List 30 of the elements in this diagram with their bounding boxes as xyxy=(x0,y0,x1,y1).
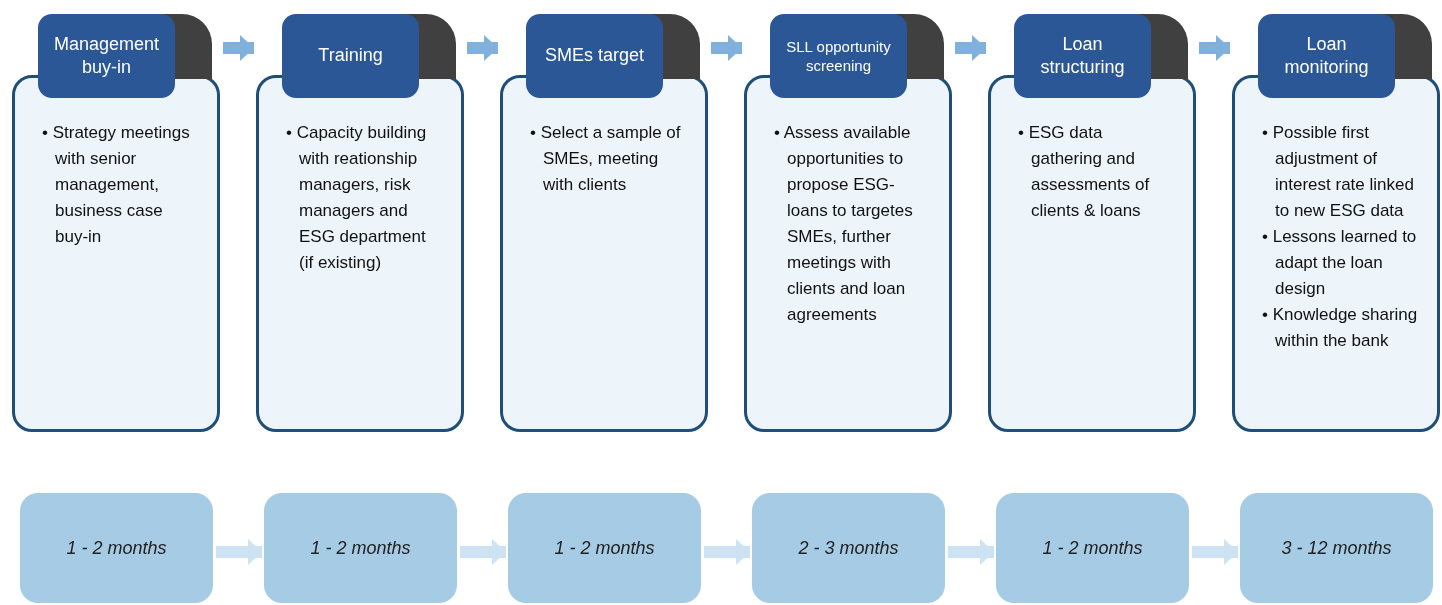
arrow xyxy=(955,35,986,61)
duration-box: 1 - 2 months xyxy=(20,493,213,603)
bullet-item: • Lessons learned to adapt the loan design xyxy=(1262,226,1418,300)
duration-box: 3 - 12 months xyxy=(1240,493,1433,603)
duration-box: 1 - 2 months xyxy=(264,493,457,603)
duration-box: 1 - 2 months xyxy=(996,493,1189,603)
heading-tab: Loan monitoring xyxy=(1258,14,1395,98)
bullet-item: • Select a sample of SMEs, meeting with clients xyxy=(530,122,682,196)
arrow xyxy=(216,539,262,565)
bullet-item: • Strategy meetings with senior management, business case buy-in xyxy=(42,122,191,248)
arrow xyxy=(223,35,254,61)
duration-box: 2 - 3 months xyxy=(752,493,945,603)
heading-tab: Training xyxy=(282,14,419,98)
bullet-item: • Capacity building with reationship managers, risk managers and ESG department (if existing) xyxy=(286,122,428,274)
heading-tab: SMEs target xyxy=(526,14,663,98)
bullet-item: • Knowledge sharing within the bank xyxy=(1262,304,1418,352)
bullet-item: • ESG data gathering and assessments of clients & loans xyxy=(1018,122,1151,222)
arrow xyxy=(460,539,506,565)
arrow xyxy=(704,539,750,565)
arrow xyxy=(711,35,742,61)
heading-tab: Management buy-in xyxy=(38,14,175,98)
arrow xyxy=(1199,35,1230,61)
arrow xyxy=(948,539,994,565)
bullet-item: • Possible first adjustment of interest rate linked to new ESG data xyxy=(1262,122,1415,222)
arrow xyxy=(1192,539,1238,565)
arrow xyxy=(467,35,498,61)
bullet-item: • Assess available opportunities to propose ESG-loans to targetes SMEs, further meetings with clients and loan agreements xyxy=(774,122,914,326)
duration-box: 1 - 2 months xyxy=(508,493,701,603)
heading-tab: Loan structuring xyxy=(1014,14,1151,98)
heading-tab: SLL opportunity screening xyxy=(770,14,907,98)
